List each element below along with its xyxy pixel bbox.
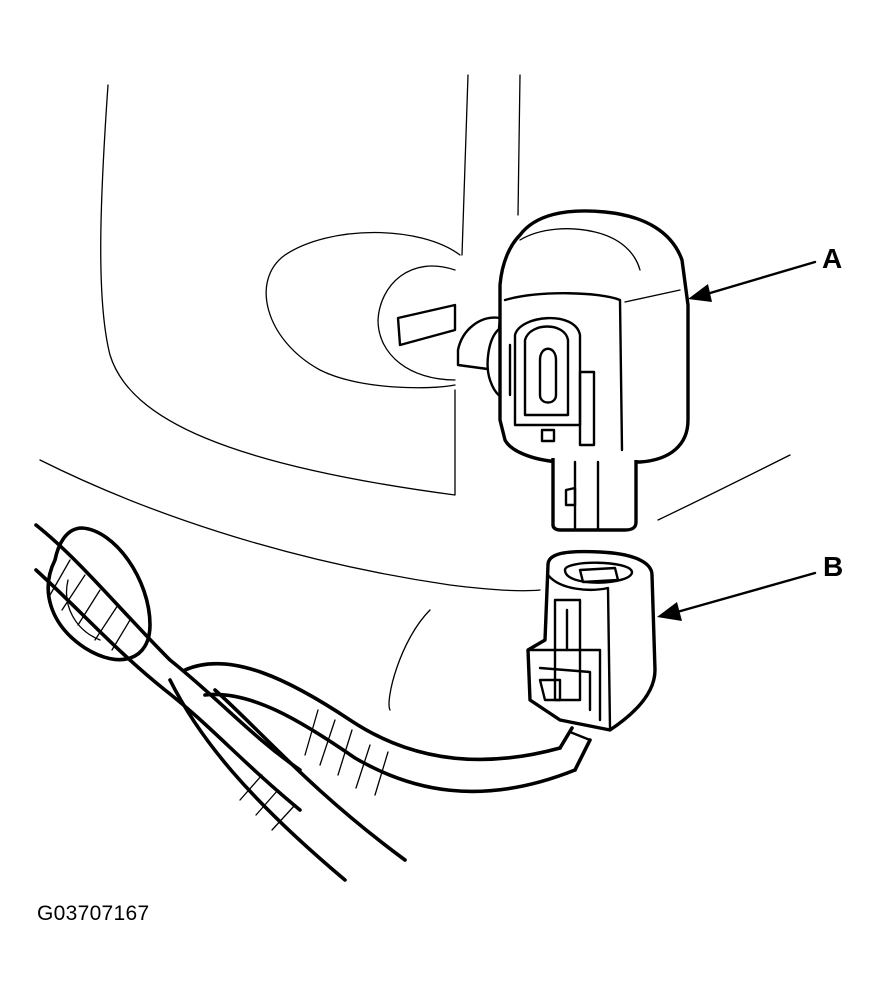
mounting-boss xyxy=(265,231,461,389)
component-a xyxy=(456,209,690,532)
body-panel-outline xyxy=(39,74,791,711)
component-b xyxy=(526,549,657,732)
callout-a: A xyxy=(688,243,842,302)
wire-harness xyxy=(34,523,592,882)
figure-code: G03707167 xyxy=(37,902,150,925)
callout-b: B xyxy=(657,551,843,621)
callout-b-label: B xyxy=(823,551,843,582)
callout-a-label: A xyxy=(822,243,842,274)
